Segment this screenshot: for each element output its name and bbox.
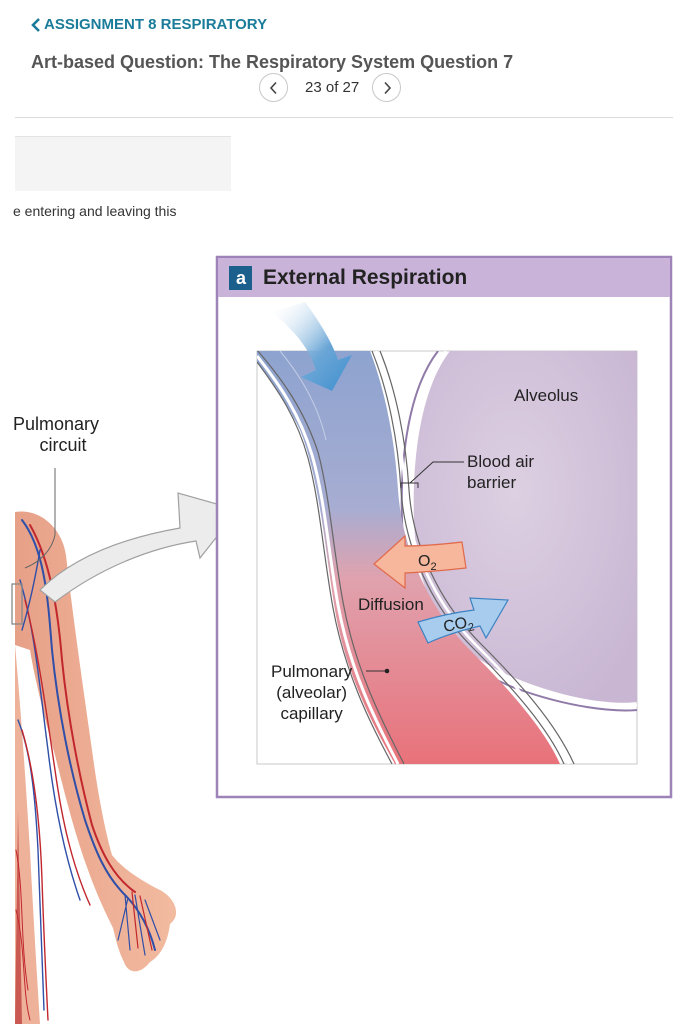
question-pager: 23 of 27 <box>259 73 402 102</box>
pulmonary-capillary-label-line3: capillary <box>280 704 343 723</box>
barrier-leader <box>409 461 464 484</box>
blood-air-barrier-label-line2: barrier <box>467 473 517 492</box>
pulmonary-circuit-leader <box>24 468 56 569</box>
chevron-right-icon <box>384 81 391 94</box>
o2-label-main: O <box>418 553 431 570</box>
panel-header <box>218 258 670 297</box>
carbon-dioxide-diffusion-arrow <box>417 597 510 644</box>
blood-air-barrier-label-line1: Blood air <box>467 452 535 471</box>
pulmonary-circuit-label-line1: Pulmonary <box>13 414 100 434</box>
answer-input-area[interactable] <box>15 136 231 191</box>
pulmonary-circuit-label: Pulmonary circuit <box>13 414 99 456</box>
capillary-leader-dot <box>384 668 390 674</box>
blood-air-barrier-label: Blood air barrier <box>467 451 534 493</box>
chevron-left-icon <box>269 81 277 94</box>
diffusion-label: Diffusion <box>358 595 424 614</box>
pulmonary-capillary-label-line1: Pulmonary <box>271 662 353 681</box>
next-question-button[interactable] <box>372 73 402 102</box>
question-position: 23 of 27 <box>305 79 360 96</box>
back-link-label: ASSIGNMENT 8 RESPIRATORY <box>44 16 268 33</box>
co2-label-main: CO <box>441 614 469 637</box>
previous-question-button[interactable] <box>259 73 288 102</box>
chevron-left-icon <box>31 17 40 32</box>
back-to-assignment-link[interactable]: ASSIGNMENT 8 RESPIRATORY <box>30 16 267 33</box>
arm-vessels <box>15 519 161 1021</box>
arm-illustration <box>15 511 177 1024</box>
page-title: Art-based Question: The Respiratory Syst… <box>31 52 514 72</box>
header-divider <box>15 117 673 118</box>
panel-letter-box <box>229 266 252 290</box>
air-inflow-arrow <box>272 302 352 391</box>
oxygen-diffusion-arrow <box>373 534 467 590</box>
panel-title: External Respiration <box>263 266 468 289</box>
o2-label-subscript: 2 <box>430 561 437 574</box>
alveolus-label: Alveolus <box>514 386 579 405</box>
pulmonary-circuit-label-line2: circuit <box>39 435 87 455</box>
pulmonary-capillary-label: Pulmonary (alveolar) capillary <box>271 661 352 724</box>
question-text: e entering and leaving this <box>13 203 177 219</box>
barrier-bracket <box>400 482 419 488</box>
o2-label: O2 <box>418 551 437 578</box>
pulmonary-capillary-label-line2: (alveolar) <box>276 683 348 702</box>
zoom-box <box>11 583 23 625</box>
external-respiration-figure: a External Respiration Pulmonary circuit… <box>0 250 691 1024</box>
panel-letter: a <box>235 268 246 288</box>
figure-artwork <box>11 255 673 1024</box>
magnify-arrow <box>39 492 240 603</box>
